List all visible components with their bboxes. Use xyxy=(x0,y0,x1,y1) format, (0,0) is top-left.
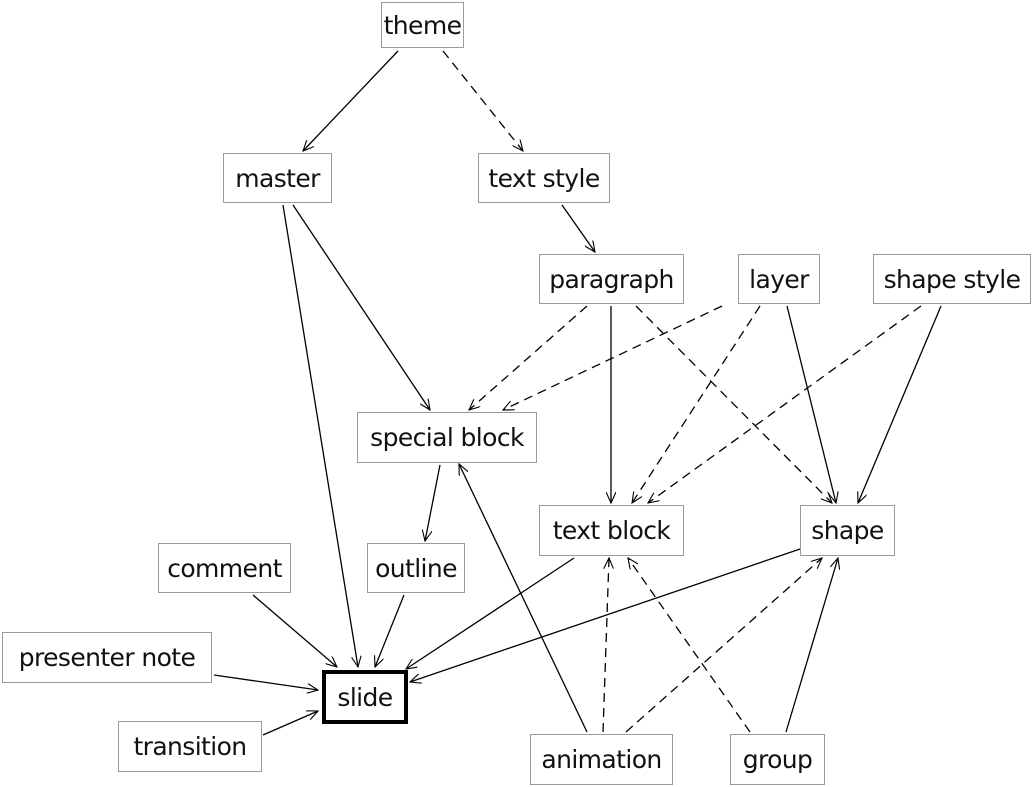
node-outline[interactable]: outline xyxy=(367,543,465,593)
edge-text-style-to-paragraph xyxy=(561,204,595,252)
edge-theme-to-master xyxy=(303,50,399,151)
edge-transition-to-slide xyxy=(262,711,318,736)
edge-group-to-shape xyxy=(785,558,838,733)
node-comment[interactable]: comment xyxy=(158,543,291,593)
node-text-block[interactable]: text block xyxy=(539,505,684,556)
edge-paragraph-to-special-block xyxy=(469,305,588,410)
edge-master-to-slide xyxy=(282,204,358,667)
node-text-style[interactable]: text style xyxy=(478,153,610,203)
edge-layer-to-text-block xyxy=(632,305,761,503)
node-transition[interactable]: transition xyxy=(118,721,262,772)
edge-comment-to-slide xyxy=(252,594,337,667)
node-theme[interactable]: theme xyxy=(381,2,464,48)
edge-layer-to-shape xyxy=(786,305,836,503)
edge-layer-to-special-block xyxy=(503,305,723,411)
node-shape-style[interactable]: shape style xyxy=(873,254,1031,304)
edge-text-block-to-slide xyxy=(406,557,575,669)
edge-animation-to-shape xyxy=(625,558,822,733)
node-slide[interactable]: slide xyxy=(322,670,408,724)
edge-animation-to-special-block xyxy=(458,464,588,733)
edge-paragraph-to-shape xyxy=(635,305,832,503)
edge-outline-to-slide xyxy=(375,594,405,667)
edge-animation-to-text-block xyxy=(602,558,609,733)
node-paragraph[interactable]: paragraph xyxy=(539,254,684,304)
node-master[interactable]: master xyxy=(223,153,332,203)
node-layer[interactable]: layer xyxy=(738,254,820,304)
edge-special-block-to-outline xyxy=(425,464,441,541)
edge-shape-style-to-text-block xyxy=(648,305,922,503)
node-special-block[interactable]: special block xyxy=(357,412,537,463)
edge-theme-to-text-style xyxy=(442,50,523,151)
node-presenter-note[interactable]: presenter note xyxy=(2,632,212,683)
node-shape[interactable]: shape xyxy=(800,505,895,556)
edge-shape-style-to-shape xyxy=(858,305,942,503)
edge-shape-to-slide xyxy=(410,547,804,682)
edge-master-to-special-block xyxy=(292,204,430,410)
edge-group-to-text-block xyxy=(628,558,751,733)
node-group[interactable]: group xyxy=(730,734,825,785)
edge-presenter-note-to-slide xyxy=(213,674,318,690)
node-animation[interactable]: animation xyxy=(530,734,673,785)
